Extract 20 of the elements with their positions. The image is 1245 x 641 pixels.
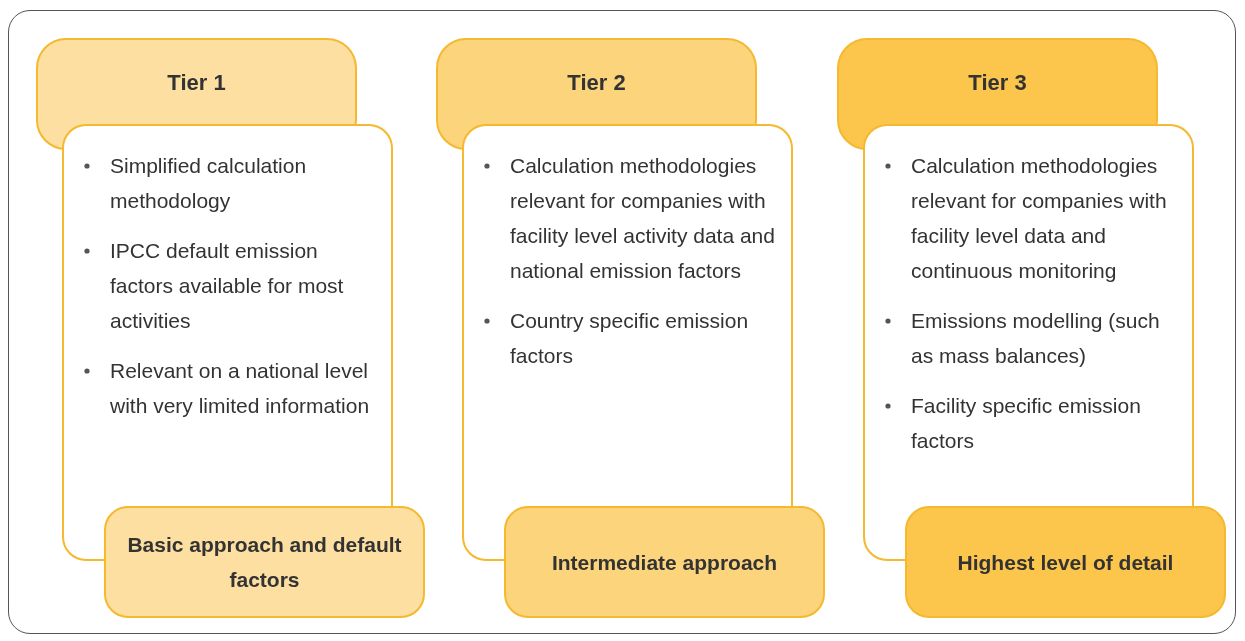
tier-heading: Tier 3 — [968, 70, 1027, 96]
bullet-text: Simplified calculation methodology — [110, 154, 307, 212]
summary-text: Intermediate approach — [551, 549, 778, 576]
tier-heading: Tier 1 — [167, 70, 226, 96]
summary-box — [504, 506, 825, 618]
bullet-text: Emissions modelling (such as mass balances) — [911, 309, 1160, 367]
bullet-text: Country specific emission factors — [510, 309, 749, 367]
summary-text: Highest level of detail — [957, 549, 1174, 576]
summary-box — [104, 506, 425, 618]
bullet-text: IPCC default emission factors available for most activities — [110, 239, 344, 332]
bullet-text: Facility specific emission factors — [911, 394, 1141, 452]
bullet-text: Calculation methodologies relevant for companies with facility level data and continuous monitoring — [911, 154, 1167, 282]
bullet-text: Relevant on a national level with very limited information — [110, 359, 370, 417]
summary-box — [905, 506, 1226, 618]
tier-heading: Tier 2 — [567, 70, 626, 96]
text-card — [62, 124, 393, 506]
text-card — [462, 124, 793, 506]
text-card — [863, 124, 1194, 506]
summary-text: Basic approach and default factors — [126, 532, 403, 593]
bullet-text: Calculation methodologies relevant for companies with facility level activity data and national emission factors — [510, 154, 775, 282]
